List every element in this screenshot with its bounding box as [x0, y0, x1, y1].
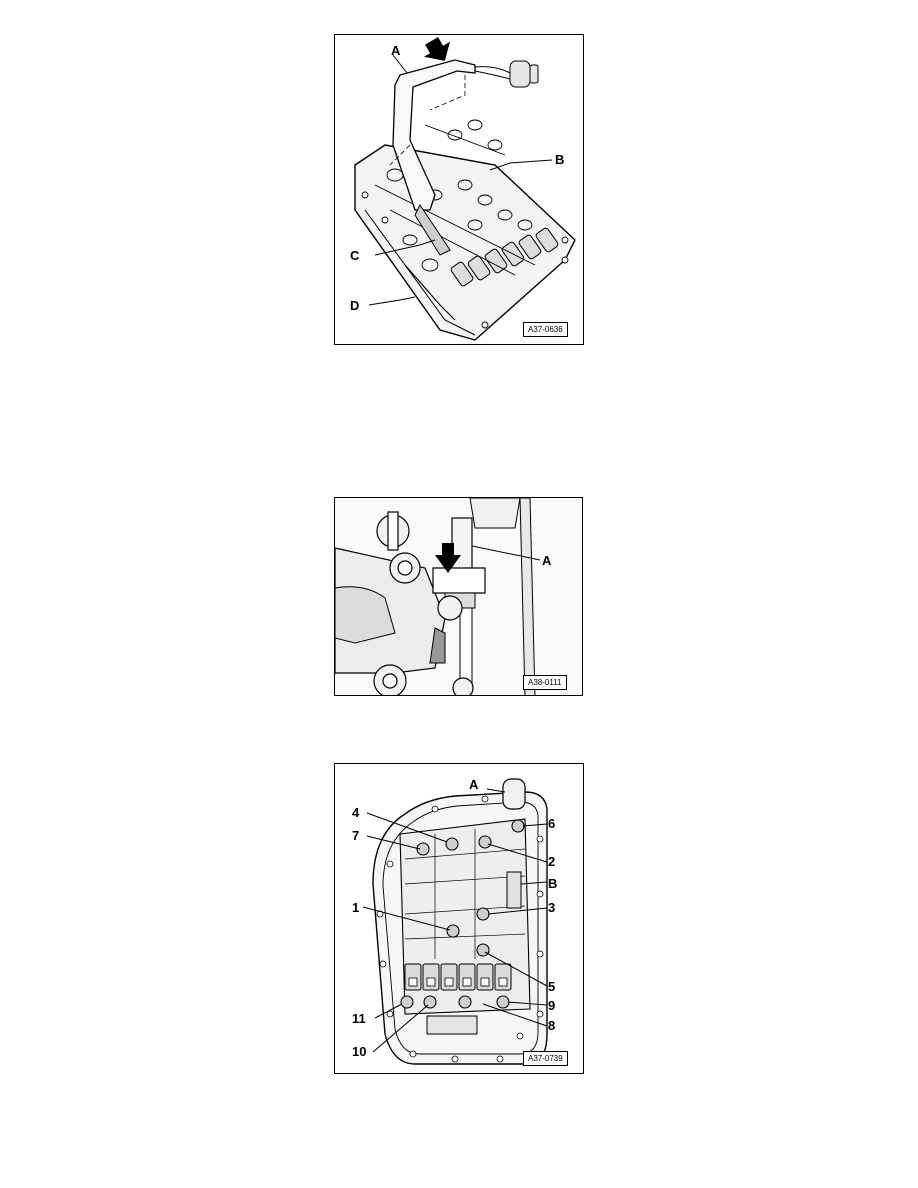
callout-label: 2	[548, 854, 556, 869]
connector-detail-illustration	[335, 498, 582, 695]
figure-bolt-sequence: A 4 6 7 2 B 1 3 5 9 11 8 10 A37-0739	[334, 763, 584, 1074]
callout-label: A	[469, 777, 479, 792]
figure-id-label: A38-0111	[523, 675, 567, 690]
wiring-harness-illustration	[354, 37, 576, 341]
figure-connector-detail: A A38-0111	[334, 497, 583, 696]
figure-wiring-harness-removal: A B C D A37-0636	[334, 34, 584, 345]
callout-label: D	[350, 298, 360, 313]
figure-id-label: A37-0636	[523, 322, 568, 337]
direction-arrow-icon	[424, 37, 450, 61]
callout-label: B	[548, 876, 558, 891]
valve-body-bolt-sequence-illustration	[362, 778, 548, 1065]
callout-label: 6	[548, 816, 556, 831]
callout-label: 1	[352, 900, 360, 915]
callout-label: C	[350, 248, 360, 263]
callout-label: 3	[548, 900, 556, 915]
figure-id-label: A37-0739	[523, 1051, 568, 1066]
callout-label: A	[391, 43, 401, 58]
direction-arrow-icon	[435, 543, 461, 573]
callout-label: 8	[548, 1018, 556, 1033]
callout-label: A	[542, 553, 552, 568]
callout-label: 5	[548, 979, 556, 994]
callout-label: 10	[352, 1044, 367, 1059]
callout-label: 9	[548, 998, 556, 1013]
callout-label: 7	[352, 828, 360, 843]
callout-label: 11	[352, 1011, 366, 1026]
callout-label: B	[555, 152, 565, 167]
callout-label: 4	[352, 805, 360, 820]
